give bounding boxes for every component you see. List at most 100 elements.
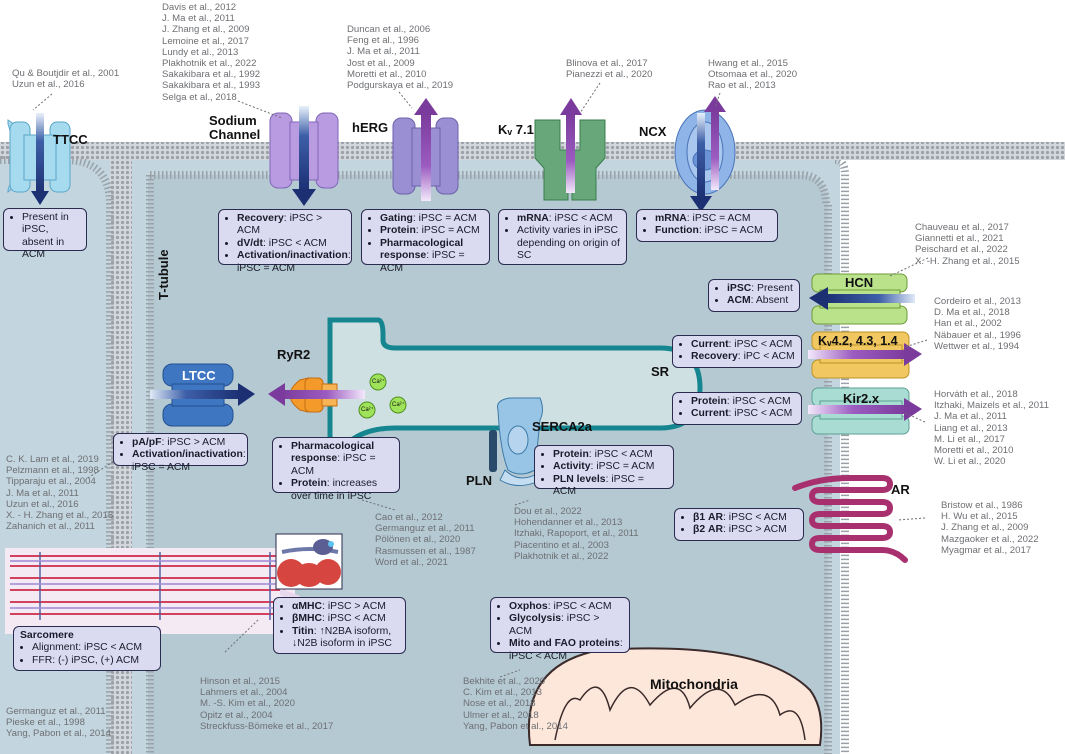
citation-item: Plakhotnik et al., 2022 — [162, 58, 257, 70]
citation-item: J. Zhang et al., 2009 — [162, 24, 250, 36]
citation-item: Plakhotnik et al., 2022 — [514, 550, 609, 562]
info-value: : iPSC = ACM — [686, 213, 751, 224]
citation-item: Moretti et al., 2010 — [347, 68, 427, 80]
info-bullet: Activity: iPSC = ACM — [553, 461, 667, 473]
citation-item: Yang, Pabon et al., 2014 — [463, 720, 568, 732]
citation-item: Duncan et al., 2006 — [347, 24, 431, 35]
citation-item: Sakakibara et al., 1993 — [162, 80, 261, 92]
info-term: βMHC — [292, 613, 323, 625]
citation-item: Hwang et al., 2015 — [708, 58, 789, 69]
info-list: Protein: iPSC < ACMActivity: iPSC = ACMP… — [541, 449, 667, 499]
info-bullet: β1 AR: iPSC < ACM — [693, 512, 797, 524]
citation-item: Qu & Boutjdir et al., 2001 — [12, 68, 120, 79]
citation-item: Opitz et al., 2004 — [200, 709, 273, 721]
serca-label: SERCA2a — [532, 419, 592, 434]
citation-item: Jost et al., 2009 — [347, 57, 415, 69]
info-bullet: Protein: increases over time in iPSC — [291, 478, 393, 503]
info-term: Glycolysis — [509, 613, 561, 625]
citation-item: Davis et al., 2012 — [162, 2, 237, 13]
citation-item: Itzhaki, Maizels et al., 2011 — [934, 400, 1050, 412]
info-value: : iPSC < ACM — [322, 613, 386, 625]
citation-item: Germanguz et al., 2011 — [375, 523, 475, 535]
info-term: Mito and FAO proteins — [509, 638, 620, 650]
citation-item: X. -H. Zhang et al., 2015 — [915, 255, 1020, 267]
info-value: : iPSC = ACM — [132, 449, 246, 473]
info-value: : iPSC = ACM — [412, 213, 477, 224]
info-value: Activity varies in iPSC depending on ori… — [517, 225, 620, 262]
info-value: : iPSC < ACM — [547, 601, 612, 612]
citation-item: Bekhite et al., 2020 — [463, 676, 546, 687]
info-value: : iPSC > ACM — [322, 601, 386, 612]
info-bullet: Activation/inactivation: iPSC = ACM — [237, 250, 351, 275]
info-value: : iPSC > ACM — [237, 213, 323, 237]
mito-info-box: Oxphos: iPSC < ACMGlycolysis: iPSC > ACM… — [490, 597, 630, 662]
citation-item: M. Li et al., 2017 — [934, 433, 1005, 445]
sodium-channel — [269, 106, 339, 206]
ca-ion-label-3: Ca²⁺ — [392, 402, 405, 408]
citation-item: Wettwer et al., 1994 — [934, 340, 1020, 352]
info-bullet: ACM: Absent — [727, 295, 793, 307]
ncx-channel — [674, 96, 736, 212]
info-value: : iPSC < ACM — [728, 339, 793, 350]
citation-item: Feng et al., 1996 — [347, 35, 420, 47]
ryr2-channel — [268, 377, 365, 413]
citation-item: Streckfuss-Bömeke et al., 2017 — [200, 720, 334, 732]
info-bullet: Protein: iPSC < ACM — [553, 449, 667, 461]
info-value: : iPSC = ACM — [415, 225, 480, 237]
info-term: β1 AR — [693, 512, 724, 523]
citation-item: Zahanich et al., 2011 — [6, 521, 95, 533]
citation-item: Cao et al., 2012 — [375, 512, 443, 523]
citation-item: Moretti et al., 2010 — [934, 445, 1014, 457]
citation-item: Mazgaoker et al., 2022 — [941, 533, 1039, 545]
info-term: Pharmacological response — [291, 441, 375, 465]
info-value: : iPSC > ACM — [161, 437, 226, 448]
serca-info-box: Protein: iPSC < ACMActivity: iPSC = ACMP… — [534, 445, 674, 497]
info-term: β2 AR — [693, 524, 724, 536]
info-bullet: Pharmacological response: iPSC = ACM — [291, 441, 393, 478]
info-value: : iPSC < ACM — [723, 512, 787, 523]
kv4-info-box: Current: iPSC < ACMRecovery: iPC < ACM — [672, 335, 802, 368]
citation-item: Nose et al., 2018 — [463, 698, 536, 710]
sarcomere-info-box: Sarcomere Alignment: iPSC < ACMFFR: (-) … — [13, 626, 161, 671]
citation-item: Tipparaju et al., 2004 — [6, 476, 96, 488]
serca-pump — [489, 397, 546, 486]
info-term: Protein — [291, 478, 327, 490]
citation-item: Pelzmann et al., 1998 — [6, 465, 99, 477]
citation-item: Word et al., 2021 — [375, 556, 448, 568]
info-value: : iPSC < ACM — [728, 408, 793, 420]
info-list: iPSC: PresentACM: Absent — [715, 283, 793, 308]
info-bullet: Recovery: iPC < ACM — [691, 351, 795, 363]
citation-item: D. Ma et al., 2018 — [934, 307, 1010, 319]
citation-item: Peischard et al., 2022 — [915, 244, 1008, 256]
citation-item: Näbauer et al., 1996 — [934, 329, 1021, 341]
info-term: dV/dt — [237, 237, 263, 249]
info-value: : iPSC = ACM — [380, 250, 465, 274]
info-value: : increases over time in iPSC — [291, 478, 378, 502]
info-value: : iPSC < ACM — [509, 638, 623, 662]
info-bullet: Present in iPSC, absent in ACM — [22, 212, 80, 262]
ltcc-label: LTCC — [182, 368, 216, 383]
mitochondria-shape — [527, 647, 823, 746]
ttcc-label: TTCC — [53, 132, 88, 147]
citation-item: Rasmussen et al., 1987 — [375, 545, 476, 557]
info-bullet: mRNA: iPSC < ACM — [517, 213, 620, 225]
info-list: mRNA: iPSC = ACMFunction: iPSC = ACM — [643, 213, 771, 238]
info-value: : iPSC = ACM — [237, 250, 351, 274]
citation-item: Itzhaki, Rapoport, et al., 2011 — [514, 528, 639, 540]
citation-item: Uzun et al., 2016 — [12, 79, 85, 91]
kir-label: Kir2.x — [843, 391, 880, 406]
info-bullet: Current: iPSC < ACM — [691, 408, 795, 420]
info-term: Activation/inactivation — [132, 449, 243, 461]
info-bullet: Alignment: iPSC < ACM — [32, 642, 154, 654]
info-term: Function — [655, 225, 699, 237]
citation-item: Hohendanner et al., 2013 — [514, 517, 623, 529]
info-value: : iPSC = ACM — [698, 225, 763, 237]
sarcomere-list: Alignment: iPSC < ACMFFR: (-) iPSC, (+) … — [20, 642, 154, 667]
